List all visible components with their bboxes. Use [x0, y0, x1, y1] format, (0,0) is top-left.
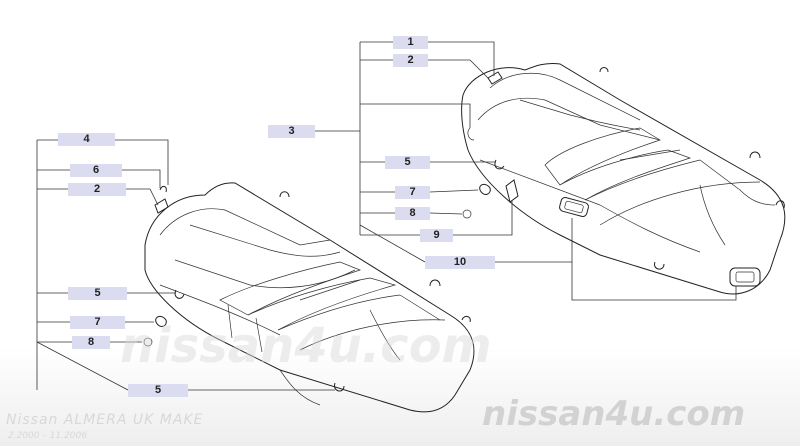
model-caption: Nissan ALMERA UK MAKE	[6, 412, 204, 428]
callout-right-3[interactable]: 3	[268, 125, 315, 138]
callout-left-8[interactable]: 8	[72, 336, 110, 349]
callout-right-8[interactable]: 8	[395, 207, 430, 220]
left-seat-cushion	[143, 182, 475, 413]
watermark-center: nissan4u.com	[120, 318, 492, 374]
callout-left-6[interactable]: 6	[70, 164, 122, 177]
callout-right-9[interactable]: 9	[420, 229, 453, 242]
callout-right-1[interactable]: 1	[393, 36, 428, 49]
right-leader-lines	[315, 41, 737, 301]
callout-right-2[interactable]: 2	[393, 54, 428, 67]
callout-left-4[interactable]: 4	[58, 133, 115, 146]
callout-left-5a[interactable]: 5	[68, 287, 127, 300]
callout-left-2[interactable]: 2	[68, 183, 126, 196]
callout-left-7[interactable]: 7	[70, 316, 125, 329]
callout-left-5b[interactable]: 5	[128, 384, 188, 397]
callout-right-7[interactable]: 7	[395, 186, 430, 199]
right-seat-back	[461, 63, 786, 295]
left-leader-lines	[36, 139, 335, 391]
callout-right-10[interactable]: 10	[425, 256, 495, 269]
callout-right-5[interactable]: 5	[385, 156, 430, 169]
production-date-range: 2.2000 – 11.2006	[8, 431, 87, 441]
watermark-corner: nissan4u.com	[482, 394, 746, 434]
